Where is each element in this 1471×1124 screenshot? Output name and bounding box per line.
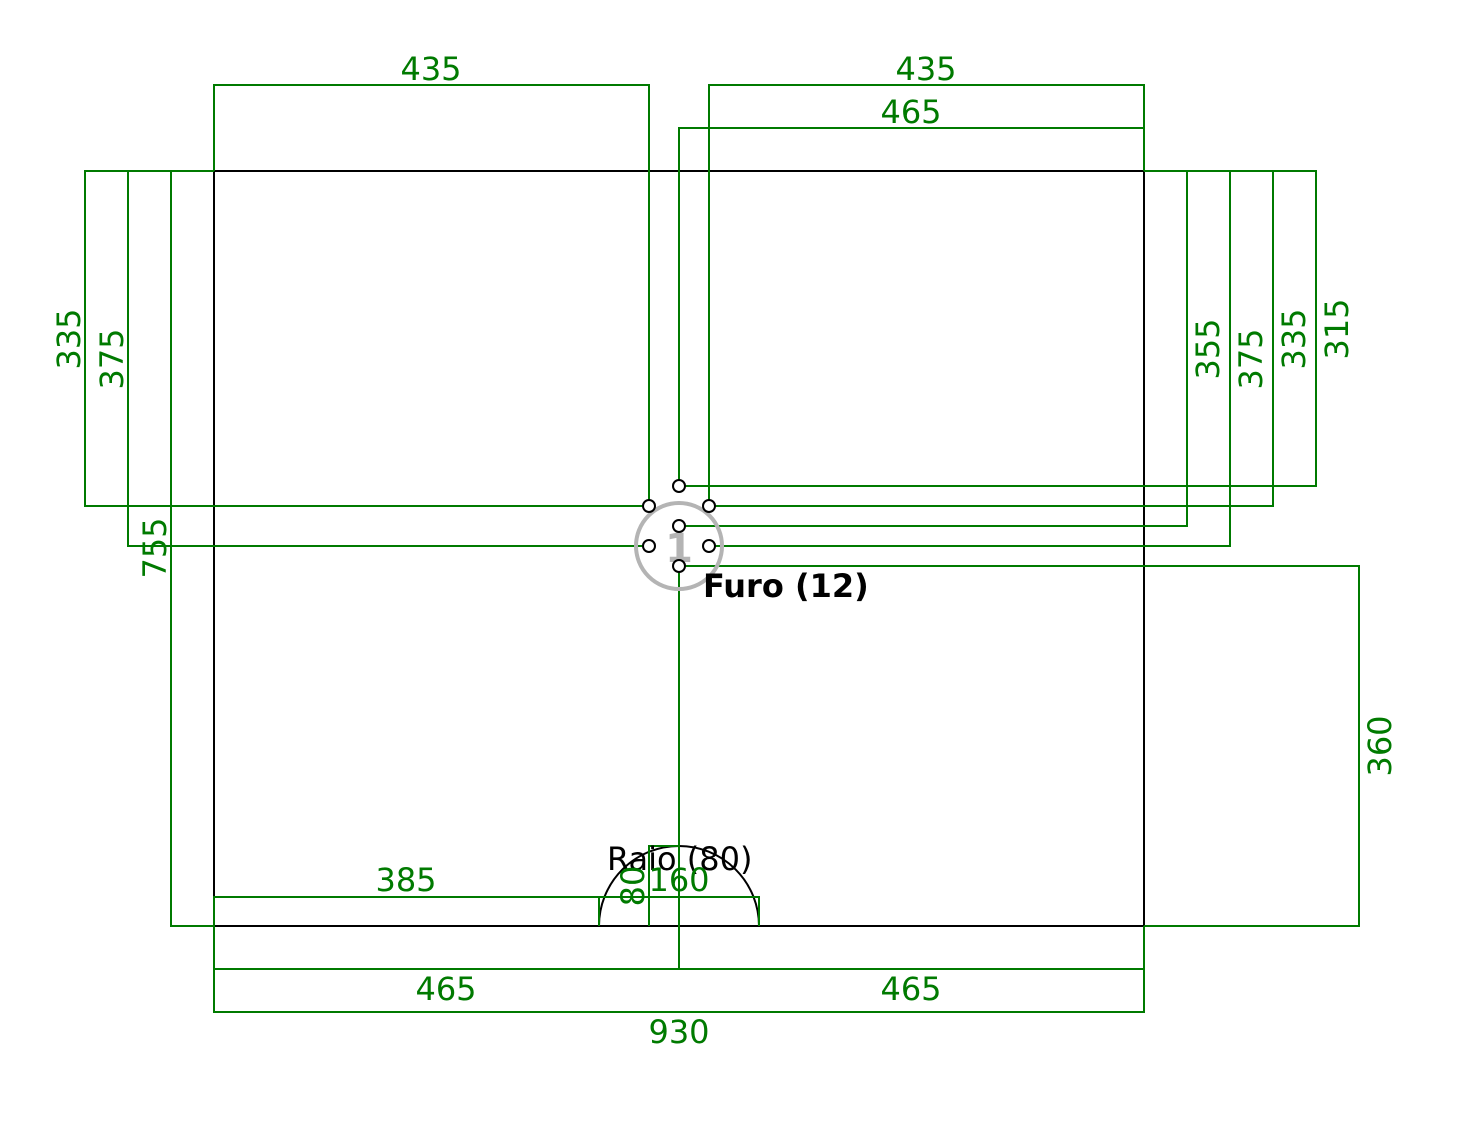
hole xyxy=(642,539,656,553)
origin-marker: 1 xyxy=(634,501,724,591)
dim-text-top-left-435: 435 xyxy=(400,50,461,88)
radius-label: Raio (80) xyxy=(607,840,752,878)
hole xyxy=(672,559,686,573)
hole xyxy=(672,519,686,533)
dim-line-bottom-385 xyxy=(213,896,600,926)
hole xyxy=(642,499,656,513)
dim-line-top-465 xyxy=(678,127,1145,486)
dim-line-left-375 xyxy=(127,170,649,547)
dim-line-right-375 xyxy=(709,170,1231,547)
hole xyxy=(702,499,716,513)
dim-text-notch-80: 80 xyxy=(614,866,652,907)
hole-group xyxy=(642,479,716,573)
dim-line-left-335 xyxy=(84,170,649,507)
dim-text-right-360: 360 xyxy=(1361,715,1399,776)
dim-text-total-930: 930 xyxy=(648,1013,709,1051)
dim-text-top-right-435: 435 xyxy=(895,50,956,88)
dim-text-bottom-right-465: 465 xyxy=(880,970,941,1008)
dim-text-right-315: 315 xyxy=(1318,298,1356,359)
dim-text-left-335: 335 xyxy=(50,308,88,369)
dim-line-top-right-435 xyxy=(708,84,1145,506)
dim-text-right-335: 335 xyxy=(1275,308,1313,369)
dim-line-bottom-465 xyxy=(213,926,1145,970)
dim-line-left-755 xyxy=(170,170,214,927)
dim-line-right-315 xyxy=(679,170,1317,487)
dim-line-top-left-435 xyxy=(213,84,650,506)
dim-line-right-360 xyxy=(679,565,1360,927)
dim-text-bottom-left-465: 465 xyxy=(415,970,476,1008)
dim-text-right-355: 355 xyxy=(1189,318,1227,379)
hole-label: Furo (12) xyxy=(703,567,869,605)
hole xyxy=(702,539,716,553)
hole xyxy=(672,479,686,493)
dim-line-notch-80 xyxy=(648,845,679,926)
dimension-lines xyxy=(84,84,1360,1013)
dim-line-right-355 xyxy=(679,170,1188,527)
dim-text-bottom-385: 385 xyxy=(375,861,436,899)
dim-text-notch-160: 160 xyxy=(648,861,709,899)
dim-text-top-465: 465 xyxy=(880,93,941,131)
dim-text-left-755: 755 xyxy=(136,517,174,578)
dim-line-bottom-930 xyxy=(213,969,1145,1013)
dim-text-right-375: 375 xyxy=(1232,328,1270,389)
dim-text-left-375: 375 xyxy=(93,328,131,389)
